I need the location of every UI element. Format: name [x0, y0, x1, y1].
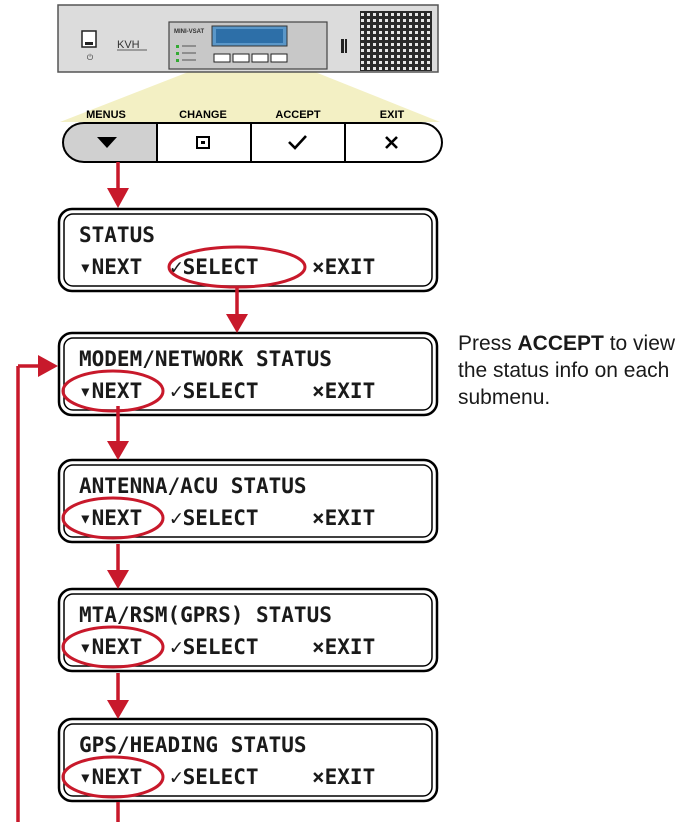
lcd-title: STATUS — [79, 223, 155, 247]
menus-down-icon — [97, 137, 117, 148]
lcd-title: GPS/HEADING STATUS — [79, 733, 307, 757]
lcd-option-select: ✓SELECT — [170, 765, 259, 789]
lcd-option-next: ▾NEXT — [79, 635, 142, 659]
brand-logo: KVH — [117, 39, 140, 51]
lcd-option-exit: ×EXIT — [312, 255, 375, 279]
accept-button[interactable] — [250, 122, 346, 163]
lcd-option-select: ✓SELECT — [170, 635, 259, 659]
mini-exit-button — [270, 53, 288, 63]
accept-label: ACCEPT — [275, 109, 321, 121]
highlight-ellipse — [61, 625, 165, 669]
highlight-ellipse — [61, 755, 165, 799]
lcd-title: MTA/RSM(GPRS) STATUS — [79, 603, 332, 627]
lcd-screen: MTA/RSM(GPRS) STATUS ▾NEXT ✓SELECT ×EXIT — [57, 587, 439, 673]
button-zoom-beam — [60, 62, 440, 122]
lcd-title: MODEM/NETWORK STATUS — [79, 347, 332, 371]
lcd-option-select: ✓SELECT — [170, 255, 259, 279]
lcd-screen: ANTENNA/ACU STATUS ▾NEXT ✓SELECT ×EXIT — [57, 458, 439, 544]
lcd-option-exit: ×EXIT — [312, 506, 375, 530]
lcd-option-exit: ×EXIT — [312, 635, 375, 659]
lcd-option-exit: ×EXIT — [312, 379, 375, 403]
exit-label: EXIT — [380, 109, 405, 121]
change-icon — [196, 136, 210, 149]
highlight-ellipse — [61, 496, 165, 540]
lcd-option-select: ✓SELECT — [170, 506, 259, 530]
menus-label: MENUS — [86, 109, 126, 121]
svg-text:⏻: ⏻ — [87, 53, 94, 62]
lcd-option-next: ▾NEXT — [79, 506, 142, 530]
mini-accept-button — [251, 53, 269, 63]
lcd-option-next: ▾NEXT — [79, 379, 142, 403]
lcd-option-next: ▾NEXT — [79, 255, 142, 279]
accept-check-icon — [288, 135, 307, 150]
lcd-screen: MODEM/NETWORK STATUS ▾NEXT ✓SELECT ×EXIT — [57, 331, 439, 417]
lcd-option-exit: ×EXIT — [312, 765, 375, 789]
lcd-title: ANTENNA/ACU STATUS — [79, 474, 307, 498]
loop-back-arrowhead — [38, 355, 58, 377]
vent-grille — [360, 11, 432, 71]
exit-button[interactable] — [344, 122, 443, 163]
mini-menus-button — [213, 53, 231, 63]
lcd-screen: STATUS ▾NEXT ✓SELECT ×EXIT — [57, 207, 439, 293]
instruction-note: Press ACCEPT to view the status info on … — [458, 332, 676, 409]
lcd-screen: GPS/HEADING STATUS ▾NEXT ✓SELECT ×EXIT — [57, 717, 439, 803]
mini-change-button — [232, 53, 250, 63]
lcd-option-next: ▾NEXT — [79, 765, 142, 789]
highlight-ellipse — [61, 369, 165, 413]
exit-x-icon — [385, 136, 398, 149]
lcd-option-select: ✓SELECT — [170, 379, 259, 403]
button-panel: MENUS CHANGE ACCEPT EXIT — [62, 109, 443, 163]
svg-text:MINI-VSAT: MINI-VSAT — [174, 29, 205, 35]
device-front-panel: ⏻ KVH MINI-VSAT — [57, 4, 439, 73]
flow-arrows — [16, 287, 248, 822]
change-label: CHANGE — [179, 109, 227, 121]
